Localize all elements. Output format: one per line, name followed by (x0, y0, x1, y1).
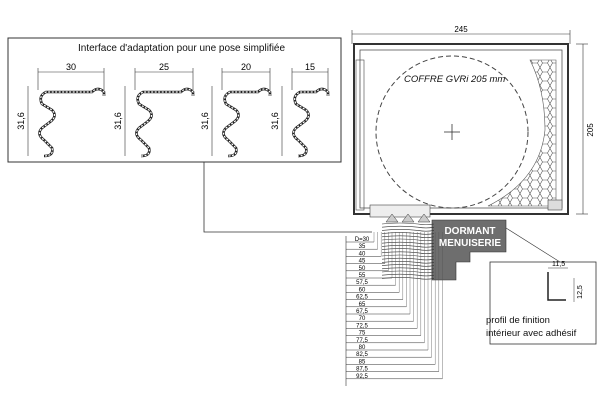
scale-row: 67,5 (346, 232, 411, 315)
scale-label: 77,5 (356, 338, 368, 344)
scale-label: 50 (359, 266, 366, 272)
scale-row: 72,5 (346, 232, 418, 329)
scale-label: D=30 (355, 237, 370, 243)
scale-row: 55 (346, 232, 393, 279)
profile-3: 20 31,6 (200, 62, 272, 158)
scale-label: 35 (359, 244, 366, 250)
slat (381, 222, 435, 226)
coffre-height-label: 205 (586, 123, 595, 137)
finition-line-1: profil de finition (486, 315, 550, 326)
interface-panel (7, 37, 342, 163)
scale-label: 85 (359, 359, 366, 365)
scale-label: 45 (359, 259, 366, 265)
profile-width-label: 25 (159, 62, 169, 72)
scale-row: 87,5 (346, 232, 439, 373)
profile-4: 15 31,6 (270, 62, 330, 158)
profile-height-label: 31,6 (16, 112, 26, 130)
scale-row: 45 (346, 232, 385, 265)
scale-row: 77,5 (346, 232, 425, 344)
profile-width-label: 15 (305, 62, 315, 72)
finition-line-2: intérieur avec adhésif (486, 328, 577, 339)
connector-line (203, 162, 372, 233)
slat (381, 277, 435, 280)
dormant-line-2: MENUISERIE (438, 238, 502, 249)
scale-label: 75 (359, 331, 366, 337)
scale-row: 62,5 (346, 232, 403, 301)
slat (381, 273, 435, 277)
scale-label: 70 (359, 316, 366, 322)
scale-row: 35 (346, 232, 378, 250)
scale-label: 57,5 (356, 280, 368, 286)
scale-label: 60 (359, 287, 366, 293)
slat-guide (417, 213, 431, 223)
scale-row: 65 (346, 232, 407, 308)
scale-label: 62,5 (356, 295, 368, 301)
dormant-line-1: DORMANT (444, 226, 496, 237)
slat-guide (385, 213, 399, 223)
interface-profiles: 30 31,6 25 31,6 20 31,6 15 31,6 (16, 62, 330, 158)
slat (381, 267, 435, 270)
profile-height-label: 31,6 (113, 112, 123, 130)
scale-row: 75 (346, 232, 421, 337)
profile-1: 30 31,6 (16, 62, 106, 158)
scale-row: 60 (346, 232, 400, 293)
slat (381, 232, 435, 235)
scale-label: 40 (359, 251, 366, 257)
profile-width-label: 20 (241, 62, 251, 72)
scale-label: 92,5 (356, 374, 368, 380)
scale-label: 82,5 (356, 352, 368, 358)
slat (381, 264, 435, 267)
scale-row: 70 (346, 232, 414, 322)
scale-row: 80 (346, 232, 429, 351)
slat (381, 245, 435, 248)
scale-row: D=30 (346, 232, 375, 243)
profile-2: 25 31,6 (113, 62, 195, 158)
coffre-title: COFFRE GVRi 205 mm (404, 74, 506, 85)
finition-box: 11,5 12,5 (489, 227, 597, 345)
scale-label: 65 (359, 302, 366, 308)
finition-label: profil de finition intérieur avec adhési… (486, 314, 576, 340)
slat (381, 270, 435, 274)
scale-row: 85 (346, 232, 436, 365)
coffre-box: 245 205 (351, 25, 595, 218)
slat (381, 235, 435, 238)
finition-height-label: 12,5 (577, 285, 584, 299)
profile-width-label: 30 (66, 62, 76, 72)
slat (381, 229, 435, 232)
finition-width-label: 11,5 (552, 261, 565, 268)
interface-title: Interface d'adaptation pour une pose sim… (78, 43, 286, 54)
slat (381, 261, 435, 264)
dormant-label: DORMANT MENUISERIE (434, 226, 506, 250)
slat (381, 251, 435, 254)
scale-row: 40 (346, 232, 382, 257)
scale-label: 80 (359, 345, 366, 351)
scale-label: 55 (359, 273, 366, 279)
slat (381, 248, 435, 251)
slat-guide (401, 213, 415, 223)
scale-row: 50 (346, 232, 389, 272)
scale-row: 92,5 (346, 232, 443, 380)
profile-height-label: 31,6 (200, 112, 210, 130)
scale-label: 87,5 (356, 367, 368, 373)
scale-label: 67,5 (356, 309, 368, 315)
slat (381, 238, 435, 242)
scale-row: 82,5 (346, 232, 432, 358)
slat (381, 241, 435, 245)
coffre-width-label: 245 (454, 25, 468, 34)
profile-height-label: 31,6 (270, 112, 280, 130)
roll-circle (375, 55, 529, 209)
dormant-block (431, 219, 507, 281)
slat-stack (381, 213, 435, 280)
slat (381, 254, 435, 258)
scale-label: 72,5 (356, 323, 368, 329)
slat (381, 225, 435, 229)
slat (381, 257, 435, 261)
scale-row: 57,5 (346, 232, 396, 286)
